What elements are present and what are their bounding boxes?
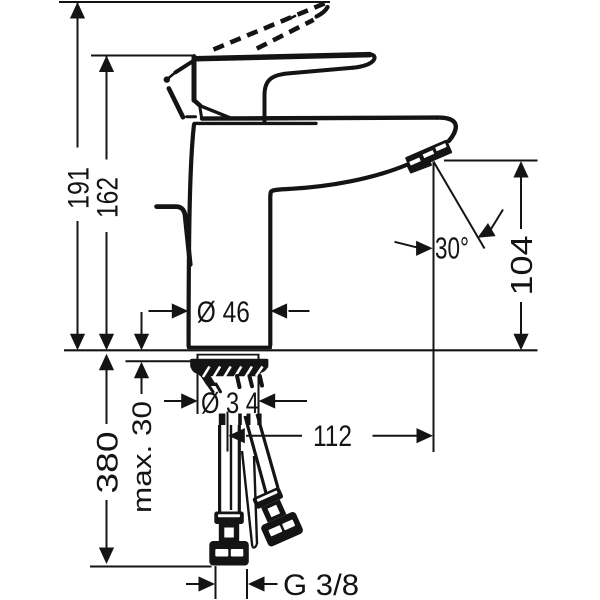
svg-text:30°: 30° <box>435 231 469 266</box>
svg-text:104: 104 <box>504 236 539 296</box>
svg-text:G 3/8: G 3/8 <box>283 569 359 600</box>
svg-text:191: 191 <box>63 167 96 209</box>
svg-text:max. 30: max. 30 <box>127 401 157 513</box>
svg-text:Ø 46: Ø 46 <box>197 296 250 329</box>
svg-text:112: 112 <box>313 420 352 453</box>
svg-text:162: 162 <box>92 177 125 218</box>
svg-text:380: 380 <box>92 432 125 494</box>
